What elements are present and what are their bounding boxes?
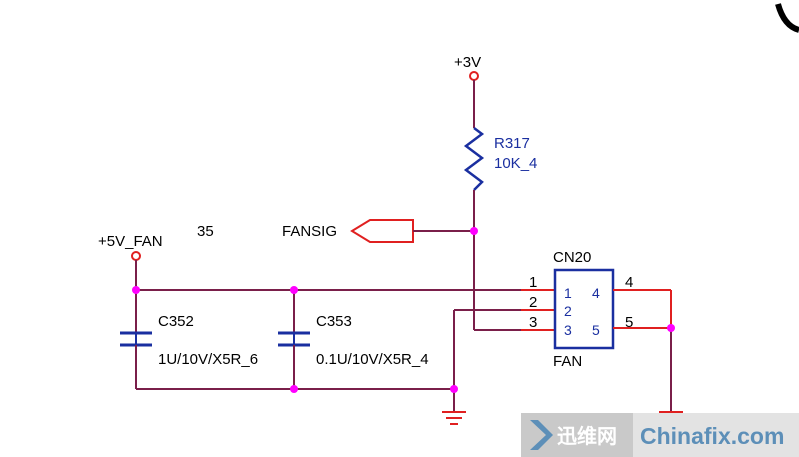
c353-value: 0.1U/10V/X5R_4 [316,351,429,368]
cn20-inner-pin-2: 2 [564,303,572,319]
corner-arc [775,3,799,33]
v5fan-label: +5V_FAN [98,233,163,250]
junction-dot [450,385,458,393]
cn20-inner-pin-1: 1 [564,285,572,301]
c352-value: 1U/10V/X5R_6 [158,351,258,368]
watermark-en-text: Chinafix.com [640,423,784,449]
c353-ref: C353 [316,313,352,330]
junction-dot [290,385,298,393]
capacitor-c352-symbol [120,331,152,347]
cn20-outer-pin-5: 5 [625,314,633,331]
cn20-inner-pin-3: 3 [564,322,572,338]
cn20-outer-pin-3: 3 [529,314,537,331]
v3-power-symbol: +3V [454,54,481,81]
v3-label: +3V [454,54,481,71]
junction-dot [667,324,675,332]
fansig-label: FANSIG [282,223,337,240]
cn20-name: FAN [553,353,582,370]
junction-dot [470,227,478,235]
fansig-offpage-connector [350,219,414,243]
watermark: 迅维网 Chinafix.com [521,413,799,457]
v5fan-power-symbol: +5V_FAN [98,233,163,261]
junction-dot [132,286,140,294]
watermark-cn-text: 迅维网 [557,424,617,448]
capacitor-c353-symbol [278,331,310,347]
cn20-inner-pin-4: 4 [592,285,600,301]
watermark-logo-icon [530,420,553,450]
cn20-ref: CN20 [553,249,591,266]
cn20-outer-pin-2: 2 [529,294,537,311]
junction-dot [290,286,298,294]
cn20-outer-pin-4: 4 [625,274,633,291]
r317-value: 10K_4 [494,155,537,172]
sheet-number: 35 [197,223,214,240]
connector-cn20-body [553,268,615,350]
resistor-r317-symbol [463,127,485,191]
c352-ref: C352 [158,313,194,330]
cn20-inner-pin-5: 5 [592,322,600,338]
ground-symbol-left [442,411,466,425]
r317-ref: R317 [494,135,530,152]
cn20-outer-pin-1: 1 [529,274,537,291]
